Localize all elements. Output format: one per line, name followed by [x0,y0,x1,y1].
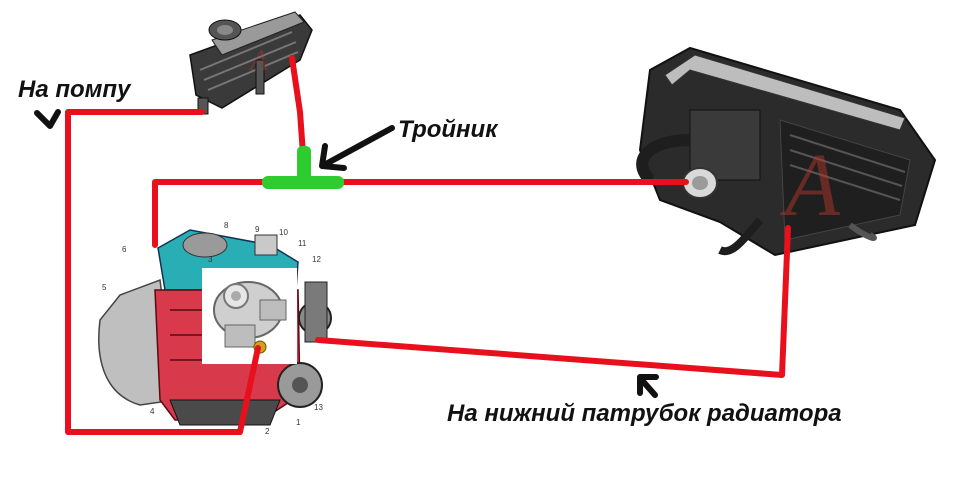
svg-text:A: A [248,44,269,77]
hose-to-pump [65,109,261,435]
hose-main [152,179,689,248]
arrows [34,109,659,398]
label-tee: Тройник [398,116,498,143]
callout-11: 11 [298,239,307,248]
arrow-to-radiator [637,374,659,398]
arrow-to-pump [34,109,61,129]
arrow-to-tee [319,125,395,171]
water-pump-icon [202,268,297,364]
engine-callouts: 1 2 3 4 5 6 8 9 10 11 12 13 [102,221,323,436]
callout-8: 8 [224,221,229,230]
callout-3: 3 [208,255,213,264]
svg-text:A: A [780,136,841,235]
callout-1: 1 [296,418,301,427]
callout-12: 12 [312,255,321,264]
callout-10: 10 [279,228,288,237]
callout-5: 5 [102,283,107,292]
label-to-radiator: На нижний патрубок радиатора [447,400,842,427]
label-to-pump: На помпу [18,76,131,103]
callout-9: 9 [255,225,260,234]
callout-6: 6 [122,245,127,254]
tee-fitting [262,146,344,189]
heater-box-icon: A [636,46,937,257]
callout-13: 13 [314,403,323,412]
callout-4: 4 [150,407,155,416]
small-heater-unit-icon: A [189,11,313,115]
callout-2: 2 [265,427,270,436]
hose-to-radiator [315,225,791,378]
